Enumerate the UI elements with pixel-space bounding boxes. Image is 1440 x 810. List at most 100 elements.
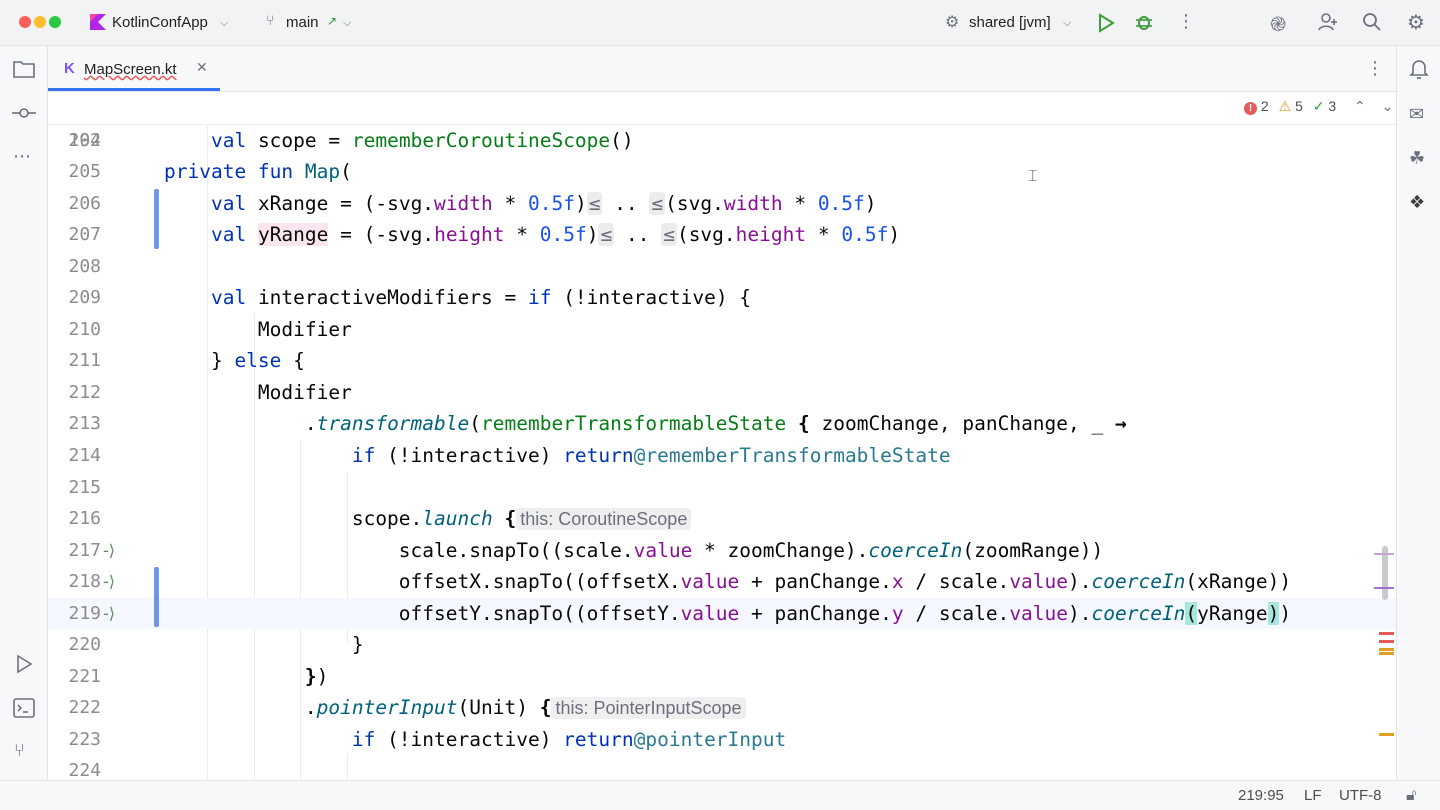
- chevron-down-icon[interactable]: ⌵: [220, 17, 229, 29]
- inspection-widget[interactable]: ! 2 ⚠ 5 ✓ 3 ⌃ ⌄: [1244, 98, 1393, 115]
- code-editor[interactable]: 192 private fun Map( ! 2 ⚠ 5 ✓ 3 ⌃ ⌄ 204…: [48, 92, 1396, 780]
- minimize-window-button[interactable]: [34, 16, 46, 28]
- outgoing-arrow-icon: ↗: [327, 14, 338, 28]
- line-number: 192: [68, 129, 101, 151]
- code-line: 220 }: [48, 629, 1396, 661]
- project-folder-icon[interactable]: [13, 60, 35, 78]
- code-line: 215: [48, 472, 1396, 504]
- warning-stripe-marker[interactable]: [1379, 652, 1394, 655]
- code-line: 219-⟩ offsetY.snapTo((offsetY.value + pa…: [48, 598, 1396, 630]
- code-line: 223 if (!interactive) return@pointerInpu…: [48, 724, 1396, 756]
- run-config-icon: ⚙: [945, 12, 960, 31]
- line-number: 217: [68, 540, 101, 561]
- ai-assistant-icon[interactable]: ֎: [1270, 12, 1287, 36]
- code-line: 208: [48, 251, 1396, 283]
- error-stripe-marker[interactable]: [1379, 632, 1394, 635]
- project-widget[interactable]: [88, 12, 110, 34]
- next-problem-icon[interactable]: ⌄: [1381, 99, 1394, 115]
- commit-icon[interactable]: [12, 106, 36, 120]
- git-icon[interactable]: ⑂: [14, 740, 25, 761]
- error-stripe-marker[interactable]: [1374, 553, 1394, 555]
- previous-problem-icon[interactable]: ⌃: [1354, 99, 1366, 115]
- error-count: 2: [1260, 98, 1269, 114]
- line-number: 215: [68, 477, 101, 498]
- inlay-hint: this: CoroutineScope: [516, 508, 692, 530]
- vcs-change-marker[interactable]: [154, 567, 159, 627]
- run-tool-icon[interactable]: [14, 654, 34, 674]
- code-line: 224: [48, 755, 1396, 780]
- line-number: 222: [68, 697, 101, 718]
- warning-stripe-marker[interactable]: [1379, 733, 1394, 736]
- code-line: 211 } else {: [48, 345, 1396, 377]
- line-number: 204: [68, 130, 101, 151]
- close-tab-icon[interactable]: ✕: [196, 60, 208, 76]
- line-number: 208: [68, 256, 101, 277]
- title-bar: KotlinConfApp ⌵ ⑂ main ↗ ⌵ ⚙ shared [jvm…: [0, 0, 1440, 46]
- file-encoding[interactable]: UTF-8: [1339, 787, 1382, 804]
- branch-name[interactable]: main: [286, 14, 319, 31]
- active-tab-indicator: [48, 88, 220, 91]
- line-number: 206: [68, 193, 101, 214]
- tab-mapscreen[interactable]: K MapScreen.kt ✕: [48, 46, 220, 92]
- project-name[interactable]: KotlinConfApp: [112, 14, 208, 31]
- suspend-call-icon: -⟩: [103, 604, 116, 623]
- chevron-down-icon[interactable]: ⌵: [1063, 17, 1072, 29]
- vcs-change-marker[interactable]: [154, 189, 159, 249]
- vertical-scrollbar-thumb[interactable]: [1382, 546, 1388, 600]
- typo-check-icon: ✓: [1312, 98, 1325, 114]
- code-line: 209 val interactiveModifiers = if (!inte…: [48, 282, 1396, 314]
- code-line: 210 Modifier: [48, 314, 1396, 346]
- settings-gear-icon[interactable]: ⚙: [1407, 10, 1425, 34]
- code-line: 207 val yRange = (-svg.height * 0.5f)≤ .…: [48, 219, 1396, 251]
- close-window-button[interactable]: [19, 16, 31, 28]
- search-icon[interactable]: [1362, 12, 1382, 32]
- line-number: 209: [68, 287, 101, 308]
- line-number: 207: [68, 224, 101, 245]
- line-number: 214: [68, 445, 101, 466]
- warning-stripe-marker[interactable]: [1379, 648, 1394, 651]
- tab-options-icon[interactable]: ⋮: [1366, 58, 1384, 79]
- error-stripe-marker[interactable]: [1379, 640, 1394, 643]
- suspend-call-icon: -⟩: [103, 572, 116, 591]
- line-separator[interactable]: LF: [1304, 787, 1322, 804]
- ai-chat-icon[interactable]: ✉: [1409, 104, 1425, 125]
- line-number: 205: [68, 161, 101, 182]
- code-line: 222 .pointerInput(Unit) {this: PointerIn…: [48, 692, 1396, 724]
- code-line: 221 }): [48, 661, 1396, 693]
- notifications-icon[interactable]: [1409, 58, 1429, 80]
- right-tool-strip: ✉ ☘ ❖: [1396, 46, 1440, 780]
- code-line: 214 if (!interactive) return@rememberTra…: [48, 440, 1396, 472]
- left-tool-strip: ⋯ ⑂: [0, 46, 48, 780]
- line-number: 211: [68, 350, 101, 371]
- gradle-icon[interactable]: ☘: [1409, 148, 1426, 169]
- editor-tab-bar: K MapScreen.kt ✕ ⋮: [48, 46, 1396, 92]
- plugin-icon[interactable]: ❖: [1409, 192, 1426, 213]
- zoom-window-button[interactable]: [49, 16, 61, 28]
- unlock-icon[interactable]: 🔓︎: [1406, 785, 1417, 804]
- chevron-down-icon[interactable]: ⌵: [343, 17, 352, 29]
- kotlin-icon: [90, 14, 106, 30]
- run-config-name[interactable]: shared [jvm]: [969, 14, 1051, 31]
- error-icon: !: [1244, 102, 1257, 115]
- code-line: 212 Modifier: [48, 377, 1396, 409]
- code-line: 213 .transformable(rememberTransformable…: [48, 408, 1396, 440]
- debug-icon[interactable]: [1134, 12, 1154, 32]
- typo-count: 3: [1328, 98, 1337, 114]
- suspend-call-icon: -⟩: [103, 541, 116, 560]
- line-number: 219: [68, 603, 101, 624]
- sticky-header: 192 private fun Map( ! 2 ⚠ 5 ✓ 3 ⌃ ⌄: [48, 92, 1396, 183]
- code-line: 218-⟩ offsetX.snapTo((offsetX.value + pa…: [48, 566, 1396, 598]
- more-tools-icon[interactable]: ⋯: [13, 146, 31, 167]
- line-number: 213: [68, 413, 101, 434]
- current-line-highlight: [48, 598, 1396, 629]
- line-number: 220: [68, 634, 101, 655]
- run-icon[interactable]: [1097, 13, 1115, 33]
- error-stripe-marker[interactable]: [1374, 587, 1394, 589]
- line-number: 216: [68, 508, 101, 529]
- add-user-icon[interactable]: [1317, 11, 1339, 33]
- terminal-icon[interactable]: [13, 698, 35, 718]
- more-actions-icon[interactable]: ⋮: [1177, 11, 1195, 32]
- mouse-ibeam-cursor: ⌶: [1028, 166, 1038, 185]
- line-number: 223: [68, 729, 101, 750]
- caret-position[interactable]: 219:95: [1238, 787, 1284, 804]
